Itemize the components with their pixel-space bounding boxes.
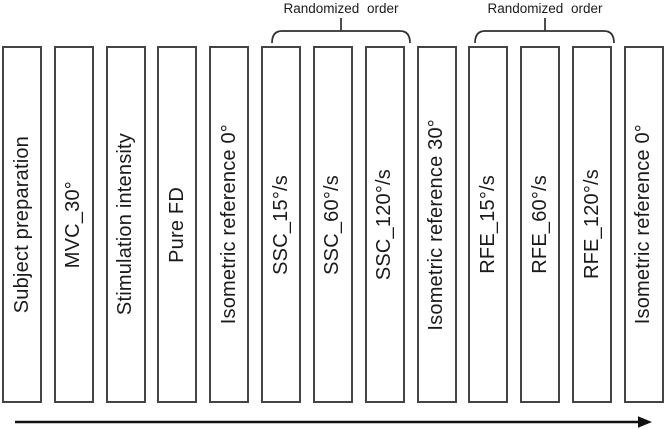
- stage-box-subject-preparation: Subject preparation: [2, 46, 42, 403]
- stage-label: RFE_60°/s: [528, 175, 551, 274]
- stage-label: RFE_120°/s: [580, 169, 603, 280]
- stage-box-pure-fd: Pure FD: [157, 46, 198, 403]
- stage-row: Subject preparation MVC_30° Stimulation …: [2, 46, 664, 403]
- stage-label: Stimulation intensity: [114, 133, 137, 316]
- stage-label: SSC_60°/s: [321, 174, 344, 275]
- stage-label: MVC_30°: [62, 180, 85, 269]
- stage-box-stimulation-intensity: Stimulation intensity: [105, 46, 146, 403]
- stage-box-ssc-60: SSC_60°/s: [312, 46, 353, 403]
- stage-box-isometric-reference-30: Isometric reference 30°: [416, 46, 457, 403]
- randomized-order-bracket-ssc: [271, 18, 411, 44]
- randomized-order-brackets: [271, 18, 615, 44]
- stage-label: Subject preparation: [10, 135, 33, 314]
- stage-box-ssc-120: SSC_120°/s: [364, 46, 405, 403]
- stage-label: Isometric reference 0°: [217, 124, 240, 325]
- stage-label: RFE_15°/s: [476, 175, 499, 274]
- stage-label: Isometric reference 30°: [425, 118, 448, 331]
- arrowhead-icon: [638, 416, 652, 428]
- timeline-arrow: [15, 416, 652, 428]
- stage-label: Isometric reference 0°: [632, 124, 655, 325]
- stage-box-isometric-reference-0-a: Isometric reference 0°: [209, 46, 250, 403]
- stage-box-rfe-120: RFE_120°/s: [572, 46, 613, 403]
- stage-box-isometric-reference-0-b: Isometric reference 0°: [623, 46, 664, 403]
- stage-box-ssc-15: SSC_15°/s: [261, 46, 302, 403]
- stage-label: Pure FD: [165, 186, 188, 263]
- randomized-order-bracket-rfe: [474, 18, 615, 44]
- randomized-order-label-ssc: Randomized order: [283, 1, 399, 16]
- stage-label: SSC_120°/s: [373, 168, 396, 281]
- stage-box-rfe-15: RFE_15°/s: [468, 46, 509, 403]
- stage-box-mvc-30: MVC_30°: [53, 46, 94, 403]
- stage-box-rfe-60: RFE_60°/s: [520, 46, 561, 403]
- randomized-order-label-rfe: Randomized order: [487, 1, 603, 16]
- stage-label: SSC_15°/s: [269, 174, 292, 275]
